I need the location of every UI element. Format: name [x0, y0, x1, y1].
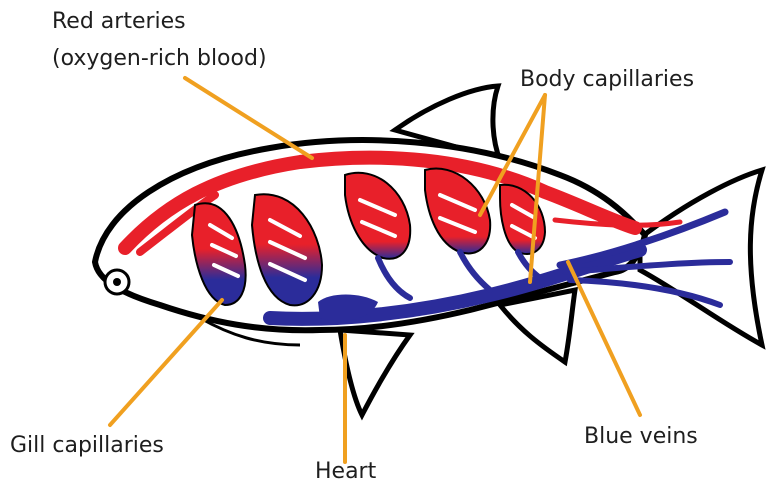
- eye-pupil: [113, 278, 121, 286]
- leader-gill-capillaries: [110, 300, 222, 425]
- label-blue-veins: Blue veins: [584, 423, 698, 451]
- caudal-fin: [640, 170, 762, 345]
- label-gill-capillaries: Gill capillaries: [10, 432, 164, 460]
- label-red-arteries-line2: (oxygen-rich blood): [52, 45, 267, 73]
- label-heart: Heart: [315, 458, 376, 486]
- pelvic-fin: [340, 330, 410, 415]
- leader-red-arteries: [185, 78, 312, 158]
- label-red-arteries-line1: Red arteries: [52, 8, 186, 36]
- label-body-capillaries: Body capillaries: [520, 66, 694, 94]
